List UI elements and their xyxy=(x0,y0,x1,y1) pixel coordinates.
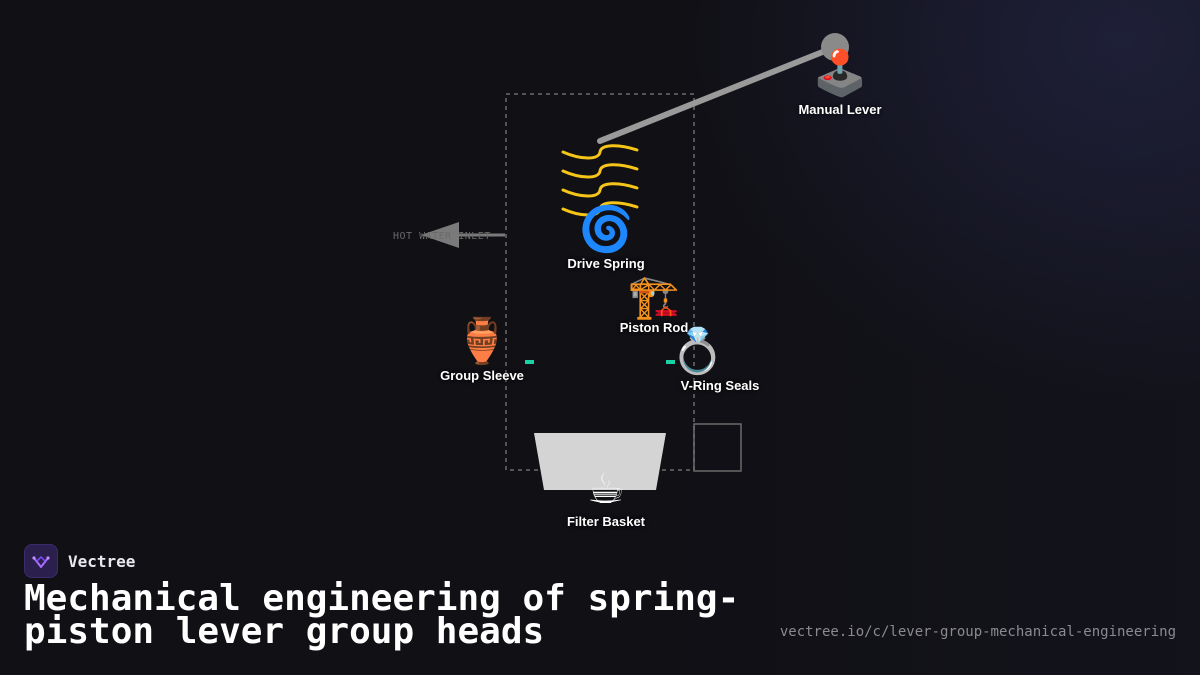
piston-rod-label: Piston Rod xyxy=(619,320,689,335)
manual-lever-label: Manual Lever xyxy=(798,102,882,117)
joystick-icon: 🕹️ xyxy=(812,48,868,99)
source-url-link[interactable]: vectree.io/c/lever-group-mechanical-engi… xyxy=(779,624,1176,640)
group-sleeve-node: 🏺 Group Sleeve xyxy=(427,316,537,384)
lever-arm xyxy=(597,44,838,144)
page-title: Mechanical engineering of spring-piston … xyxy=(24,578,740,652)
manual-lever-node: 🕹️ Manual Lever xyxy=(790,48,890,118)
amphora-icon: 🏺 xyxy=(454,316,510,367)
spiral-icon: 🌀 xyxy=(578,204,634,255)
brand: Vectree xyxy=(24,544,135,578)
crane-icon: 🏗️ xyxy=(627,272,681,321)
seal-marker-right xyxy=(666,360,675,364)
group-sleeve-label: Group Sleeve xyxy=(440,368,524,383)
lever-pivot-knob xyxy=(821,33,849,61)
filter-basket-label: Filter Basket xyxy=(566,514,646,529)
inlet-arrow-head xyxy=(421,222,459,248)
coffee-cup-icon: ☕ xyxy=(587,464,625,513)
vectree-logo-icon xyxy=(24,544,58,578)
filter-basket-node: ☕ Filter Basket xyxy=(556,464,656,530)
piston-rod-node: 🏗️ Piston Rod xyxy=(604,272,704,336)
tree-icon xyxy=(32,555,50,568)
brand-name: Vectree xyxy=(68,551,136,571)
ring-icon: 💍 xyxy=(670,326,725,377)
drive-spring-node: 🌀 Drive Spring xyxy=(556,204,656,272)
seal-marker-left xyxy=(525,360,534,364)
outlet-box xyxy=(693,423,742,472)
hot-water-inlet-label: HOT WATER INLET xyxy=(393,231,491,242)
drive-spring-label: Drive Spring xyxy=(567,256,645,271)
filter-basket-shape xyxy=(534,433,666,490)
v-ring-seals-label: V-Ring Seals xyxy=(680,378,760,393)
v-ring-seals-node: 💍 V-Ring Seals xyxy=(670,326,770,394)
spring-coils xyxy=(561,144,639,217)
